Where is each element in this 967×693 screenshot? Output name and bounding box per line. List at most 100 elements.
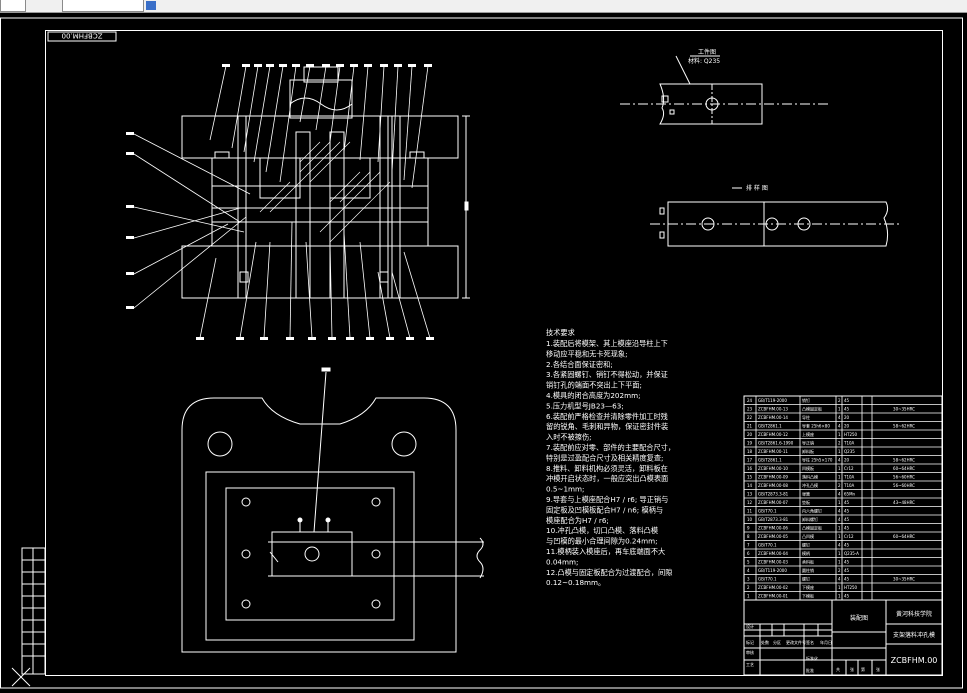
bom-cell: ZCBFHM.00-14 (758, 415, 788, 420)
bom-cell: ZCBFHM.00-13 (758, 407, 788, 412)
bom-cell: 螺钉 (802, 542, 810, 548)
strip-label: 排 样 图 (746, 184, 768, 192)
tech-req-line: 6.装配前严格检查并清除零件加工时残 (546, 412, 668, 421)
bom-cell: ZCBFHM.00-01 (758, 594, 788, 599)
bom-cell: 1 (838, 449, 841, 454)
bom-cell: 10 (747, 517, 753, 522)
bom-cell: 30~35HRC (893, 407, 915, 412)
bom-cell: 凸模固定板 (802, 525, 822, 531)
title-header: 年月日 (820, 639, 832, 645)
left-leaders (133, 133, 251, 309)
title-header: 更改文件号 (786, 639, 806, 645)
bom-cell: 56~60HRC (893, 475, 915, 480)
sheet-cell: 张 (850, 666, 854, 672)
bom-cell: 1 (838, 560, 841, 565)
layout-icon[interactable] (146, 1, 156, 10)
bom-cell: 45 (844, 577, 850, 582)
bom-cell: 60~64HRC (893, 534, 915, 539)
section-hatching (259, 141, 391, 243)
bom-cell: 1 (838, 466, 841, 471)
title-block-sheet: 共张第张 (836, 666, 880, 672)
tech-req-list: 1.装配后将模架、其上模座沿导柱上下移动应平稳和无卡死现象;2.各结合面保证密和… (546, 339, 675, 587)
bom-cell: 18 (747, 449, 753, 454)
bom-cell: 45 (844, 517, 850, 522)
bom-cell: 58~62HRC (893, 424, 915, 429)
bom-cell: ZCBFHM.00-08 (758, 483, 788, 488)
layout-tab[interactable] (62, 0, 144, 12)
plan-view (181, 367, 484, 653)
bom-cell: 凹模板 (802, 465, 814, 471)
bom-cell: GB/T2873.3-81 (758, 517, 789, 522)
ucs-icon (11, 667, 31, 687)
bom-cell: 24 (747, 398, 753, 403)
title-role: 标准化 (806, 655, 818, 661)
inner-border (45, 30, 943, 676)
bom-cell: 1 (838, 594, 841, 599)
bom-cell: 上模座 (802, 431, 814, 437)
bom-cell: 7 (747, 543, 750, 548)
bom-cell: 45 (844, 543, 850, 548)
tech-req-line: 模座配合为H7 / r6; (546, 516, 609, 525)
drawing-name: 支架落料冲孔模 (893, 631, 935, 639)
bom-cell: 58~62HRC (893, 458, 915, 463)
title-header: 分区 (773, 639, 781, 645)
bom-cell: 45 (844, 500, 850, 505)
bom-cell: GB/T70.1 (758, 577, 777, 582)
bom-cell: 导正销 (802, 440, 814, 446)
bom-cell: T10A (843, 483, 855, 488)
bom-cell: 2 (838, 483, 841, 488)
title-role: 批准 (806, 667, 814, 673)
bom-cell: 60~64HRC (893, 466, 915, 471)
bom-cell: 45 (844, 407, 850, 412)
tech-req-line: 0.04mm; (546, 557, 578, 566)
bom-cell: 20 (747, 432, 753, 437)
bom-cell: 凸模固定板 (802, 406, 822, 412)
tech-req-line: 1.装配后将模架、其上模座沿导柱上下 (546, 339, 668, 348)
tech-req-line: 留的锐角、毛刺和异物，保证密封件装 (546, 422, 668, 431)
bom-cell: 1 (838, 407, 841, 412)
title-block (743, 599, 943, 676)
bom-cell: 下模板 (802, 593, 814, 599)
bom-cell: 导套 25h6×80 (802, 423, 830, 429)
bom-cell: 凸凹模 (802, 533, 814, 539)
top-leaders (209, 65, 429, 189)
bom-cell: HT250 (844, 432, 858, 437)
bom-cell: 4 (838, 458, 841, 463)
bom-cell: 4 (838, 577, 841, 582)
tech-req-line: 0.12~0.18mm。 (546, 578, 605, 587)
bom-cell: Cr12 (844, 534, 854, 539)
bom-cell: 45 (844, 560, 850, 565)
bom-cell: 1 (838, 534, 841, 539)
strip-layout (650, 187, 900, 247)
bom-cell: 5 (747, 560, 750, 565)
tech-req-line: 5.压力机型号JB23—63; (546, 401, 624, 410)
bom-cell: 卸料板 (802, 448, 814, 454)
bom-cell: 20 (844, 415, 850, 420)
window-toolbar (0, 0, 967, 13)
bom-cell: 16 (747, 466, 753, 471)
section-view (181, 66, 470, 299)
bom-cell: GB/T2861.1 (758, 424, 782, 429)
tech-req-title: 技术要求 (546, 328, 575, 337)
tech-req-line: 特别是过盈配合尺寸及相关精度复查; (546, 453, 663, 462)
bom-cell: 45 (844, 526, 850, 531)
bom-cell: ZCBFHM.00-11 (758, 449, 788, 454)
bom-cell: 圆柱销 (802, 567, 814, 573)
bom-cell: 45 (844, 568, 850, 573)
bom-cell: 13 (747, 492, 753, 497)
bom-cell: 3 (747, 577, 750, 582)
bom-cell: ZCBFHM.00-09 (758, 475, 788, 480)
workpiece-material: 材料: Q235 (688, 57, 720, 65)
cad-canvas[interactable]: ZCBFHM.00 (0, 12, 967, 693)
workpiece-label: 工件图 (698, 48, 716, 56)
title-header: 标记 (746, 639, 754, 645)
tech-req-line: 8.推料、卸料机构必须灵活，卸料板在 (546, 464, 668, 473)
drawing-tab[interactable] (0, 0, 26, 12)
bom-cell: 1 (747, 594, 750, 599)
bom-cell: ZCBFHM.00-12 (758, 432, 788, 437)
tech-req-line: 冲模开启状态时，一般应突出凸模表面 (546, 474, 668, 483)
bom-cell: 6 (747, 551, 750, 556)
bom-cell: 内六角螺钉 (802, 508, 822, 514)
assembly-label: 装配图 (850, 614, 868, 622)
